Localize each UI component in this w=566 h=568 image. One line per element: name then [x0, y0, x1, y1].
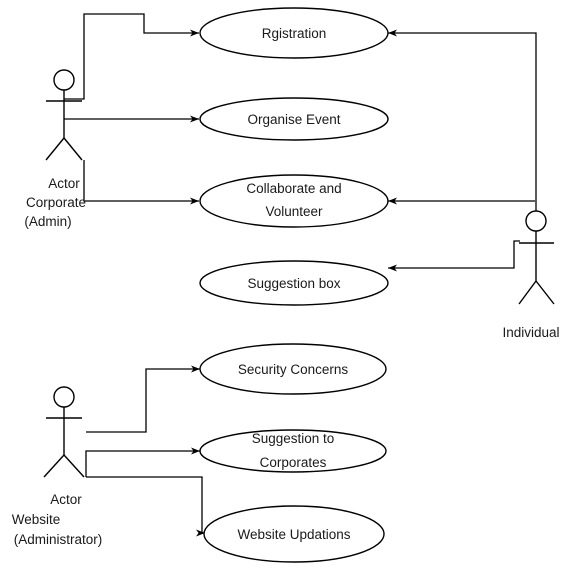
use-case-suggestion-to-corporates[interactable]: Suggestion to Corporates: [199, 429, 387, 473]
use-case-label-line-1: Suggestion to: [252, 431, 335, 446]
actor-label-line-2: Corporate: [26, 195, 86, 210]
connector-website-security: [86, 365, 200, 433]
actor-label-line-1: Actor: [48, 176, 80, 191]
use-case-website-updations[interactable]: Website Updations: [203, 505, 385, 563]
actor-label: Individual: [502, 325, 559, 340]
use-case-suggestion-box[interactable]: Suggestion box: [199, 260, 389, 306]
use-case-label: Website Updations: [237, 527, 350, 542]
connector-corporate-collaborate: [83, 160, 199, 205]
use-case-label: Organise Event: [247, 112, 340, 127]
use-case-label: Suggestion box: [247, 276, 340, 291]
actor-website-administrator[interactable]: Actor Website (Administrator): [12, 386, 103, 547]
actor-label-line-3: (Administrator): [14, 532, 103, 547]
use-case-organise-event[interactable]: Organise Event: [199, 97, 389, 141]
actor-label-line-3: (Admin): [24, 214, 71, 229]
stick-figure-icon: [518, 210, 555, 305]
use-case-label-line-1: Collaborate and: [246, 181, 341, 196]
actor-individual[interactable]: Individual: [502, 210, 560, 340]
connector-individual-registration: [388, 29, 537, 212]
connector-website-updations: [86, 476, 205, 537]
use-case-label: Rgistration: [262, 26, 327, 41]
connector-individual-suggestion-box: [388, 240, 520, 272]
stick-figure-icon: [43, 386, 85, 478]
connector-corporate-registration: [64, 13, 199, 100]
connector-website-suggestion-corporates: [85, 447, 200, 477]
actor-label-line-2: Website: [12, 512, 61, 527]
actor-corporate-admin[interactable]: Actor Corporate (Admin): [24, 69, 86, 229]
use-case-label: Security Concerns: [238, 362, 349, 377]
use-case-label-line-2: Corporates: [260, 455, 327, 470]
connectors: [64, 13, 537, 537]
stick-figure-icon: [45, 69, 83, 161]
use-case-security-concerns[interactable]: Security Concerns: [199, 343, 387, 395]
use-case-collaborate-volunteer[interactable]: Collaborate and Volunteer: [199, 174, 389, 228]
use-case-registration[interactable]: Rgistration: [199, 7, 389, 59]
actor-label-line-1: Actor: [50, 492, 82, 507]
use-case-label-line-2: Volunteer: [265, 204, 323, 219]
